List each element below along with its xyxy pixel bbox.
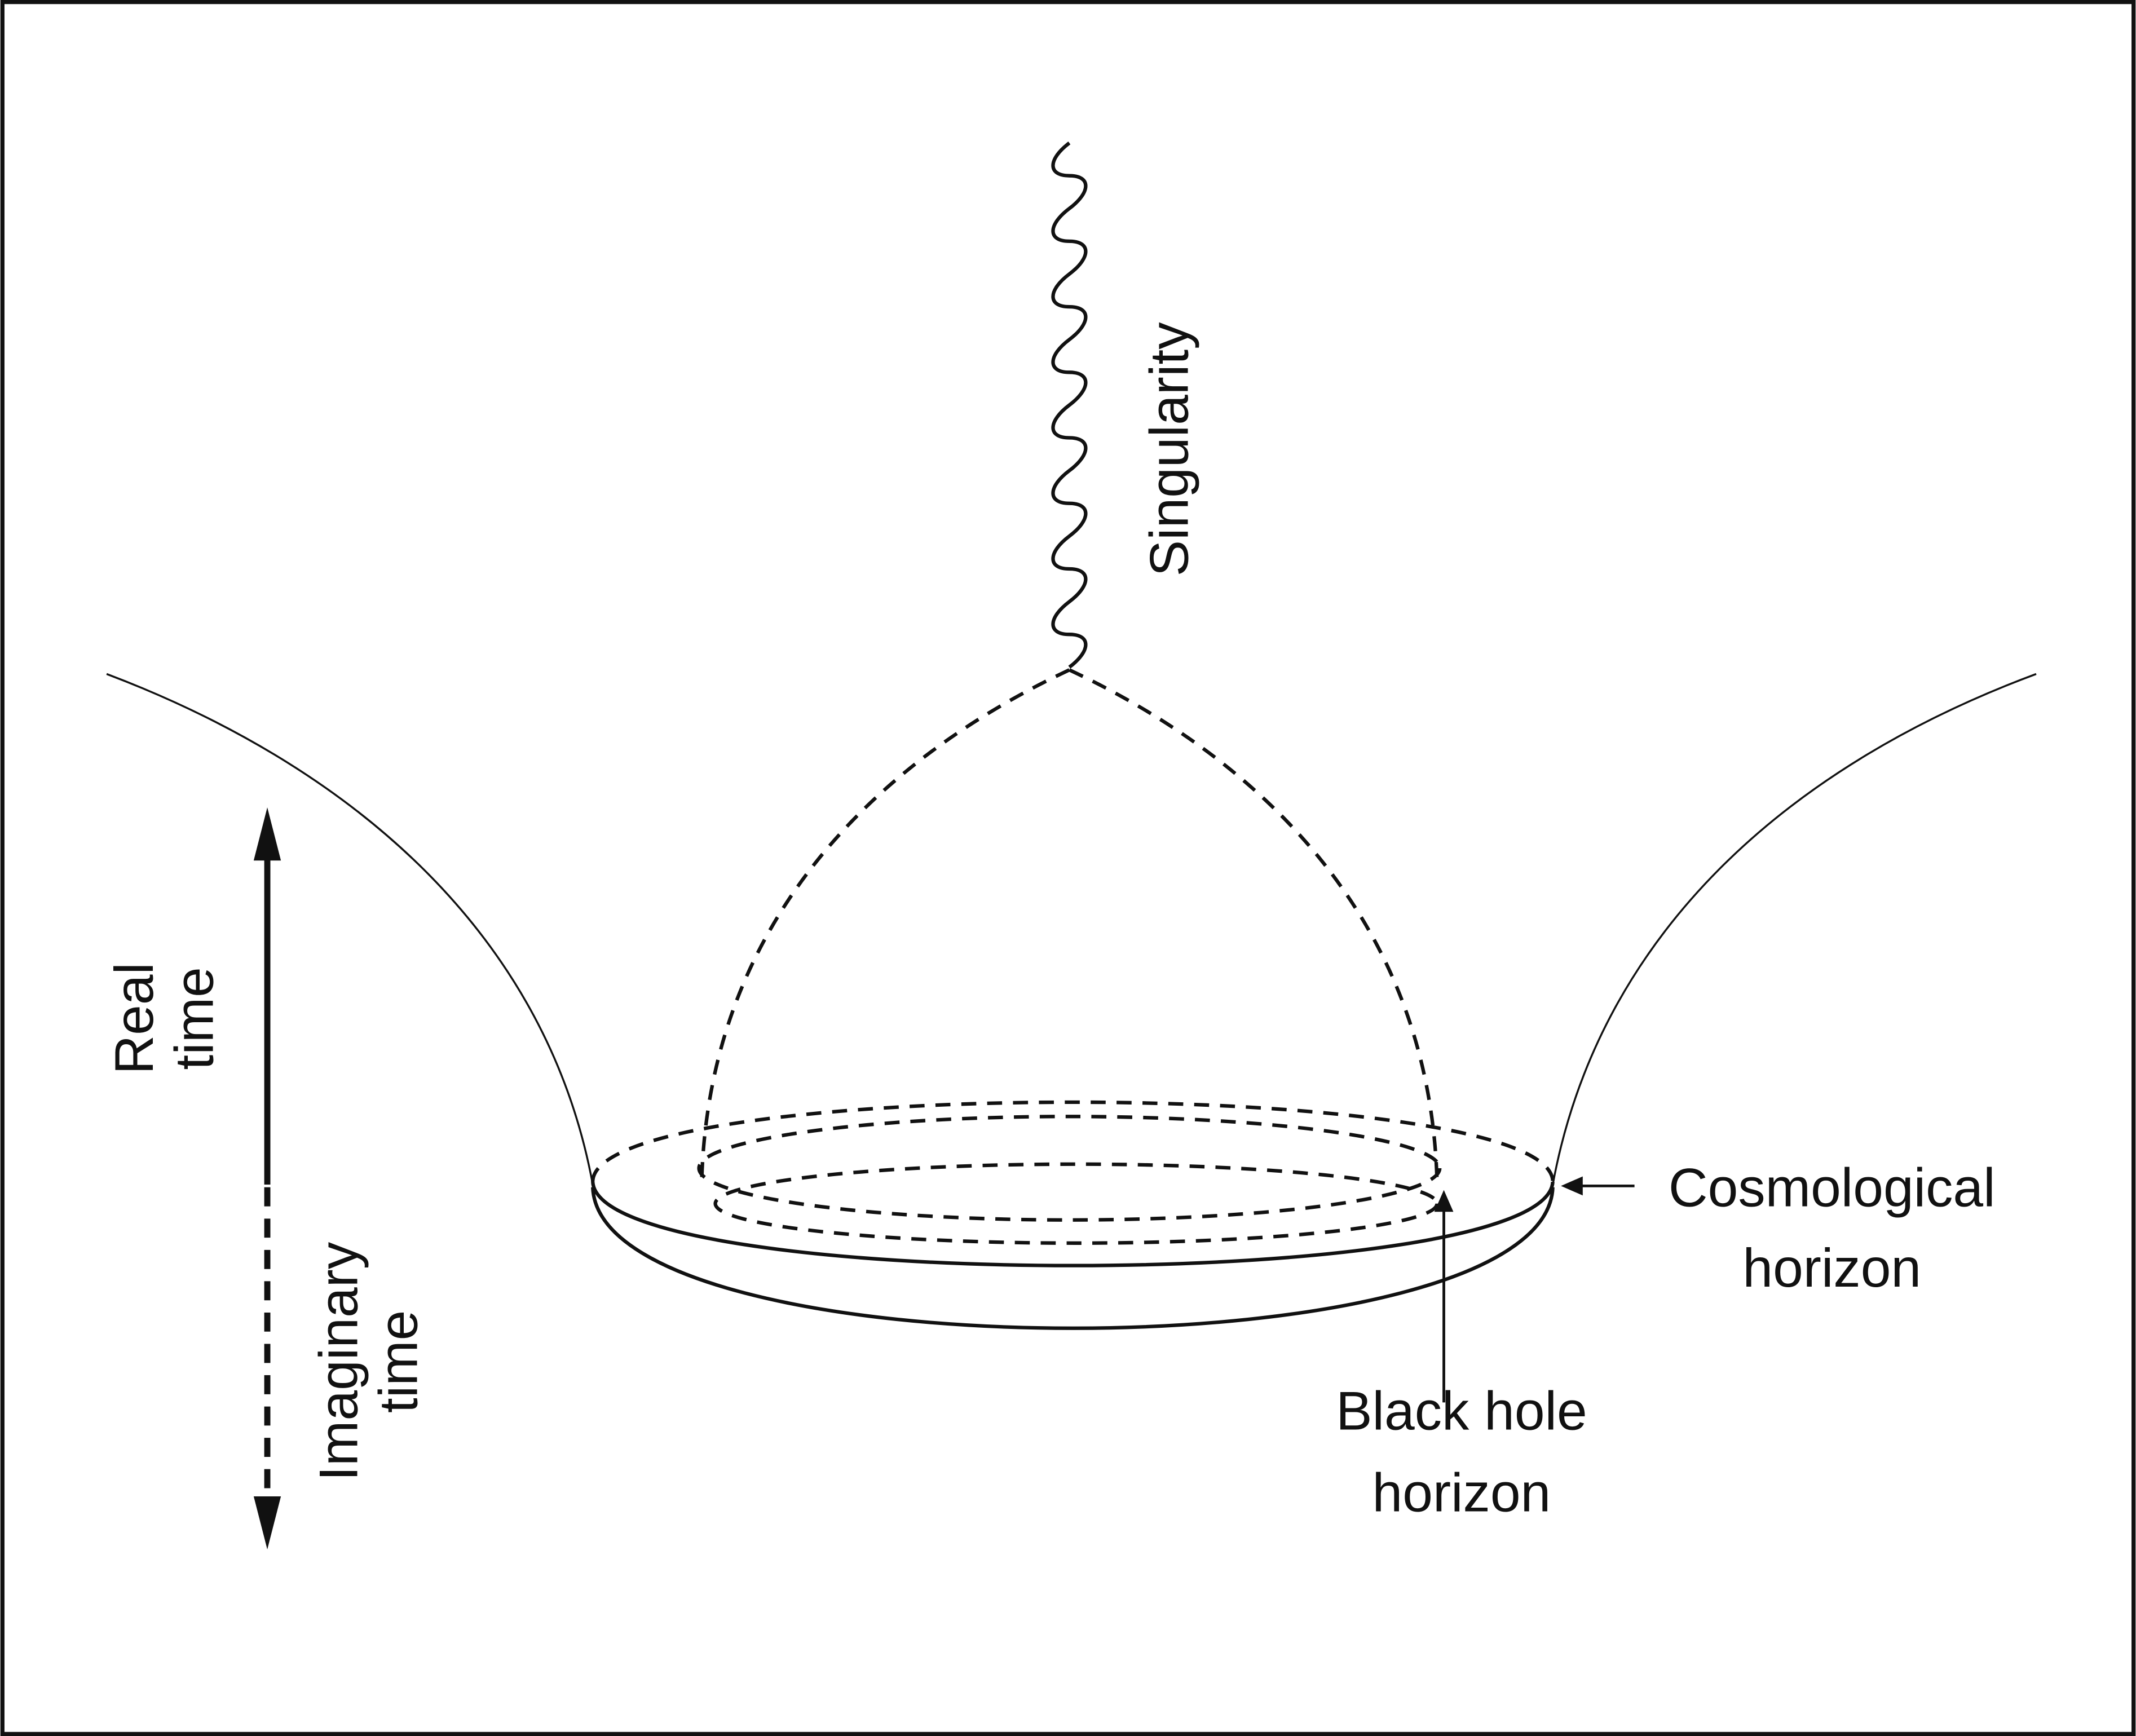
cosmological-horizon-back-edge bbox=[591, 1100, 1555, 1182]
cosmological-horizon-front-edge bbox=[591, 1181, 1555, 1267]
black-hole-horizon-ellipse bbox=[697, 1115, 1442, 1222]
singularity-label: Singularity bbox=[1140, 322, 1200, 577]
imaginary-time-line1: Imaginary bbox=[308, 1242, 369, 1481]
imaginary-time-arrowhead-icon bbox=[253, 1496, 281, 1550]
real-time-line1: Real bbox=[104, 962, 165, 1075]
real-time-label: Real time bbox=[104, 962, 224, 1075]
left-dashed-arc bbox=[700, 668, 1070, 1182]
inner-dashed-ellipse bbox=[713, 1162, 1439, 1245]
disk-lower-rim bbox=[591, 1187, 1555, 1330]
imaginary-time-line2: time bbox=[369, 1310, 429, 1413]
cosmological-horizon-line2: horizon bbox=[1742, 1238, 1921, 1298]
left-spacetime-curve bbox=[106, 673, 594, 1185]
cosmological-horizon-line1: Cosmological bbox=[1669, 1158, 1996, 1218]
black-hole-horizon-line1: Black hole bbox=[1336, 1381, 1587, 1442]
singularity-wavy-line bbox=[1051, 142, 1088, 669]
black-hole-arrowhead-icon bbox=[1434, 1190, 1454, 1212]
right-dashed-arc bbox=[1069, 668, 1439, 1182]
black-hole-horizon-line2: horizon bbox=[1372, 1463, 1551, 1523]
imaginary-time-label: Imaginary time bbox=[308, 1242, 429, 1481]
cosmological-arrowhead-icon bbox=[1561, 1176, 1583, 1196]
real-time-arrowhead-icon bbox=[253, 807, 281, 861]
right-spacetime-curve bbox=[1552, 673, 2037, 1185]
real-time-line2: time bbox=[164, 967, 224, 1070]
